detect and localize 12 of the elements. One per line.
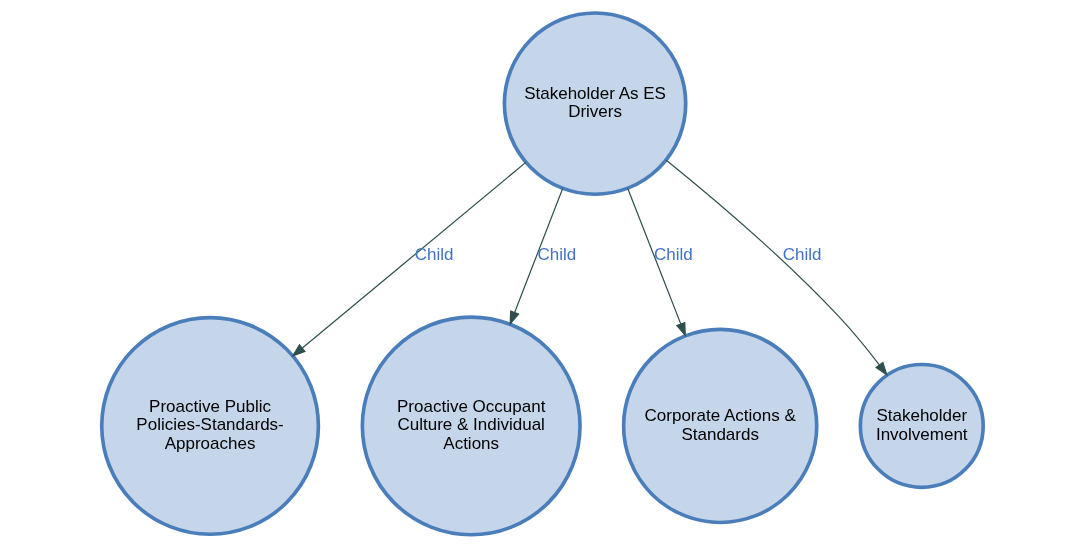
edge-label: Child bbox=[536, 244, 576, 264]
edge-label: Child bbox=[653, 244, 693, 264]
arrow bbox=[665, 159, 888, 377]
node-circle: Corporate Actions & Standards bbox=[621, 327, 819, 525]
arrow bbox=[290, 161, 526, 358]
arrow bbox=[509, 187, 563, 326]
edge-label: Child bbox=[782, 244, 822, 264]
node-circle: Stakeholder As ES Drivers bbox=[502, 11, 688, 197]
arrow bbox=[626, 187, 686, 338]
node-circle: Proactive Public Policies-Standards-Approaches bbox=[99, 315, 320, 537]
edge-label: Child bbox=[414, 244, 454, 264]
node-circle: Proactive Occupant Culture & Individual Actions bbox=[360, 315, 582, 537]
